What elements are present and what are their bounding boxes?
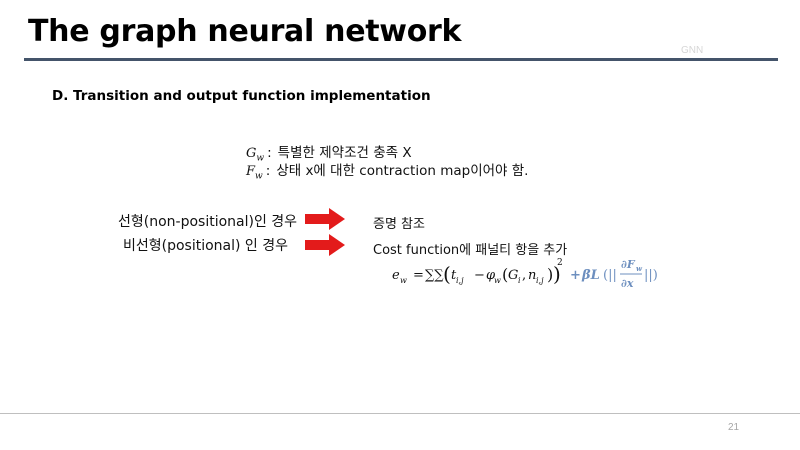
formula-n-sub: i,j <box>536 276 544 285</box>
formula-g-sub: i <box>518 276 521 285</box>
formula-sums: ∑∑ <box>425 268 444 283</box>
formula-lhs: e <box>392 268 400 283</box>
symbol-g: Gw <box>246 146 265 164</box>
case-nonlinear-result: Cost function에 패널티 항을 추가 <box>373 243 568 258</box>
arrow-shape <box>305 208 345 230</box>
formula-comma: , <box>522 268 526 283</box>
definition-gw: Gw: 특별한 제약조건 충족 X <box>246 141 412 164</box>
formula-phi-sub: w <box>494 276 501 285</box>
svg-text:): ) <box>547 265 553 284</box>
svg-text:): ) <box>553 262 561 286</box>
cost-function-formula: e w = ∑∑ ( t i,j − φ w ( G i , n i,j ) )… <box>392 258 658 290</box>
formula-power: 2 <box>557 258 563 268</box>
slide-title: The graph neural network <box>28 14 462 49</box>
definition-fw: Fw: 상태 x에 대한 contraction map이어야 함. <box>246 159 528 182</box>
formula-close: ||) <box>644 268 658 283</box>
formula-beta-l: βL <box>581 268 600 283</box>
svg-text:(: ( <box>502 265 508 284</box>
definition-text: 상태 x에 대한 contraction map이어야 함. <box>276 163 529 179</box>
formula-n: n <box>528 268 536 283</box>
formula-phi: φ <box>486 268 496 283</box>
right-arrow-icon <box>305 208 345 230</box>
arrow-shape <box>305 234 345 256</box>
section-heading: D. Transition and output function implem… <box>52 88 431 104</box>
title-divider <box>24 58 778 61</box>
formula-lhs-sub: w <box>400 276 407 285</box>
formula-frac-num-sub: w <box>636 264 643 273</box>
symbol-f: Fw <box>246 164 263 182</box>
section-tag: GNN <box>681 45 704 56</box>
formula-frac-den: ∂x <box>621 277 634 290</box>
svg-text:(: ( <box>443 262 451 286</box>
formula-equals: = <box>413 268 424 283</box>
formula-open: (|| <box>603 268 617 283</box>
formula-plus: + <box>570 268 581 283</box>
formula-t: t <box>451 268 457 283</box>
page-number: 21 <box>728 422 740 433</box>
formula-g: G <box>508 268 518 283</box>
formula-frac-num: ∂F <box>621 258 636 271</box>
case-linear-label: 선형(non-positional)인 경우 <box>118 214 298 230</box>
formula-minus: − <box>474 268 485 283</box>
definition-separator: : <box>265 163 271 179</box>
definition-separator: : <box>267 145 272 161</box>
formula-t-sub: i,j <box>456 276 464 285</box>
definition-text: 특별한 제약조건 충족 X <box>277 145 412 161</box>
footer-divider <box>0 413 800 414</box>
right-arrow-icon <box>305 234 345 256</box>
case-linear-result: 증명 참조 <box>373 217 425 232</box>
case-nonlinear-label: 비선형(positional) 인 경우 <box>123 238 289 254</box>
